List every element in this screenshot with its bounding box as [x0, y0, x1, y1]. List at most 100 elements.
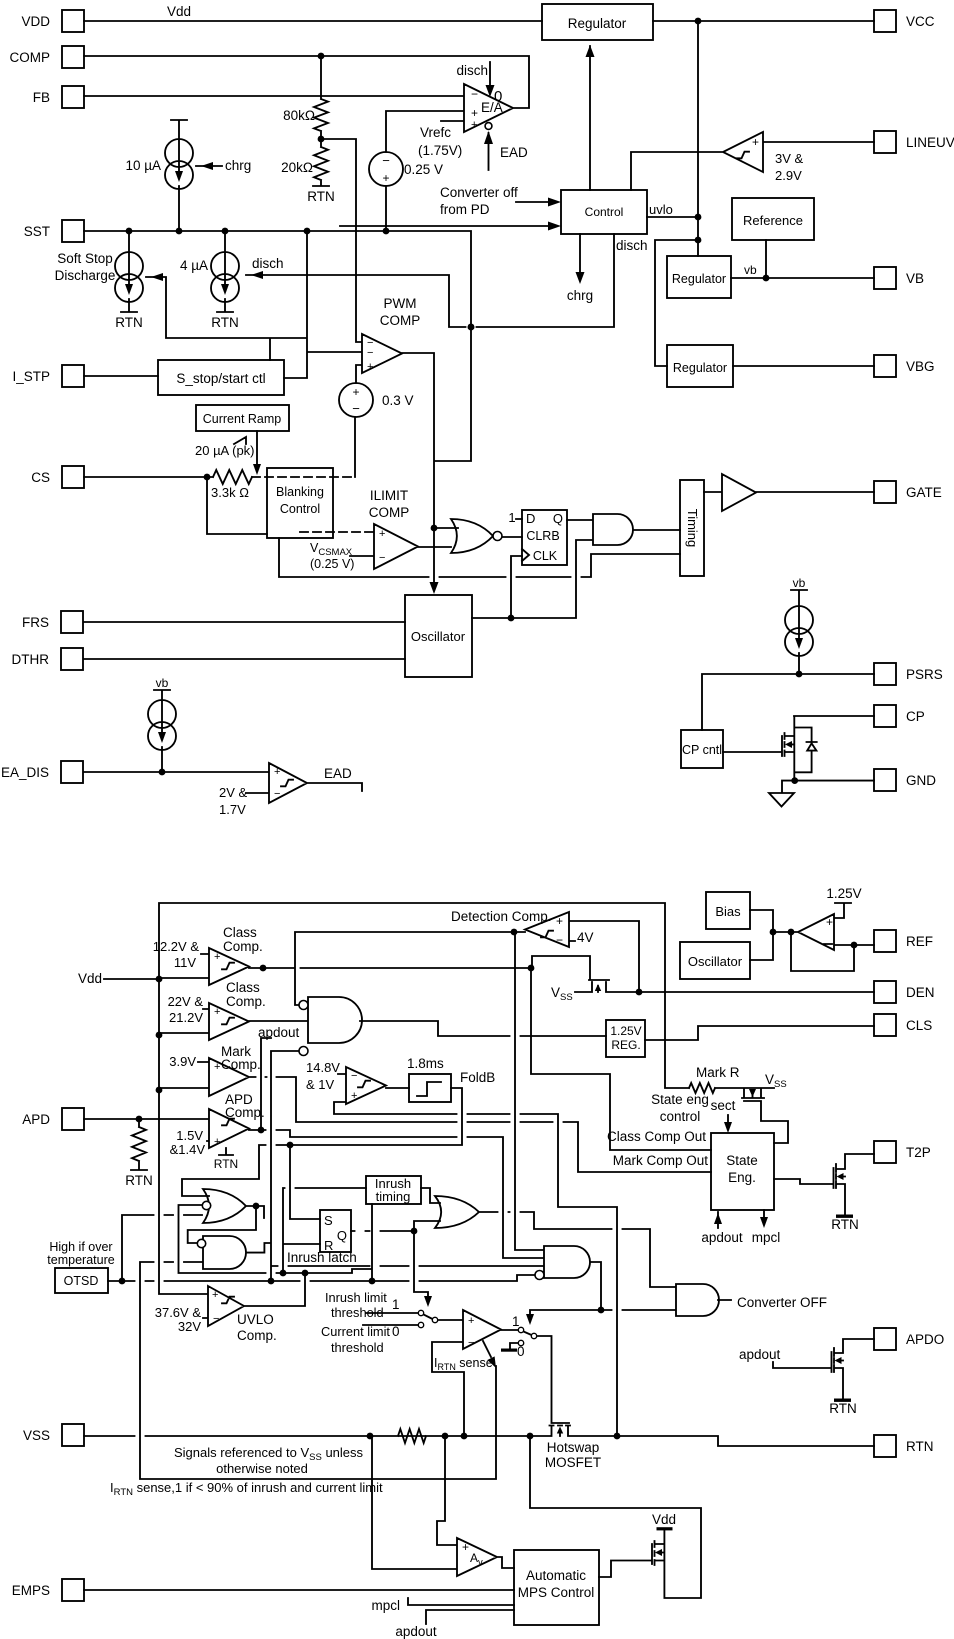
- svg-text:Comp.: Comp.: [225, 1105, 265, 1120]
- svg-text:ILIMIT: ILIMIT: [370, 488, 408, 503]
- svg-text:2V &: 2V &: [219, 785, 248, 800]
- svg-text:control: control: [660, 1109, 701, 1124]
- svg-text:from PD: from PD: [440, 202, 490, 217]
- svg-text:disch: disch: [456, 63, 488, 78]
- svg-text:Regulator: Regulator: [673, 361, 727, 375]
- svg-text:RTN: RTN: [829, 1401, 857, 1416]
- svg-text:State: State: [726, 1153, 758, 1168]
- svg-text:Oscillator: Oscillator: [688, 954, 743, 969]
- svg-text:IRTN sense,1 if < 90% of inrus: IRTN sense,1 if < 90% of inrush and curr…: [110, 1480, 383, 1498]
- svg-text:vb: vb: [744, 263, 757, 277]
- svg-text:−: −: [367, 337, 373, 349]
- svg-text:+: +: [379, 528, 385, 540]
- svg-text:VCSMAX: VCSMAX: [310, 541, 353, 558]
- svg-text:+: +: [471, 119, 477, 131]
- svg-text:sect: sect: [711, 1098, 736, 1113]
- svg-text:vb: vb: [793, 576, 806, 590]
- svg-text:Control: Control: [585, 205, 624, 219]
- svg-text:CLRB: CLRB: [526, 529, 559, 543]
- svg-text:11V: 11V: [174, 955, 196, 970]
- svg-text:CLK: CLK: [533, 549, 558, 563]
- svg-text:LINEUV: LINEUV: [906, 135, 954, 150]
- svg-text:Comp.: Comp.: [223, 939, 263, 954]
- svg-text:CS: CS: [31, 470, 50, 485]
- svg-text:−: −: [352, 401, 360, 416]
- svg-text:D: D: [526, 511, 535, 526]
- svg-text:32V: 32V: [178, 1319, 201, 1334]
- svg-text:+: +: [471, 106, 478, 120]
- svg-text:PSRS: PSRS: [906, 667, 943, 682]
- svg-text:Detection Comp.: Detection Comp.: [451, 909, 552, 924]
- svg-text:1.25V: 1.25V: [610, 1024, 641, 1038]
- svg-text:Class Comp Out: Class Comp Out: [607, 1129, 706, 1144]
- svg-text:RTN: RTN: [115, 315, 143, 330]
- svg-text:Oscillator: Oscillator: [411, 629, 466, 644]
- svg-text:+: +: [382, 171, 389, 185]
- svg-text:MOSFET: MOSFET: [545, 1455, 601, 1470]
- svg-text:COMP: COMP: [369, 505, 410, 520]
- svg-text:Soft Stop: Soft Stop: [57, 251, 113, 266]
- svg-text:37.6V &: 37.6V &: [155, 1305, 202, 1320]
- svg-text:apdout: apdout: [395, 1624, 437, 1639]
- svg-text:DEN: DEN: [906, 985, 935, 1000]
- svg-text:+: +: [367, 361, 373, 373]
- svg-text:temperature: temperature: [47, 1253, 114, 1267]
- svg-text:disch: disch: [252, 256, 284, 271]
- svg-text:4 µA: 4 µA: [180, 258, 208, 273]
- svg-text:threshold: threshold: [331, 1340, 384, 1355]
- svg-text:Timing: Timing: [685, 509, 700, 548]
- svg-text:+: +: [214, 951, 220, 963]
- svg-text:0: 0: [494, 88, 502, 105]
- svg-text:Class: Class: [223, 925, 257, 940]
- svg-text:−: −: [379, 552, 385, 564]
- svg-text:10 µA: 10 µA: [125, 158, 161, 173]
- svg-text:+: +: [212, 1289, 218, 1301]
- svg-text:0: 0: [392, 1324, 400, 1339]
- svg-text:4V: 4V: [577, 930, 594, 945]
- svg-text:disch: disch: [616, 238, 648, 253]
- svg-text:Converter off: Converter off: [440, 185, 518, 200]
- svg-text:Q: Q: [337, 1228, 347, 1243]
- svg-text:3.9V: 3.9V: [169, 1054, 196, 1069]
- svg-text:−: −: [382, 153, 390, 168]
- svg-text:−: −: [471, 87, 478, 101]
- svg-text:RTN: RTN: [831, 1217, 859, 1232]
- svg-text:RTN: RTN: [211, 315, 239, 330]
- svg-text:mpcl: mpcl: [752, 1230, 781, 1245]
- svg-text:E/A: E/A: [481, 100, 503, 115]
- svg-text:−: −: [213, 1313, 219, 1325]
- svg-text:R: R: [324, 1238, 333, 1253]
- svg-text:(0.25 V): (0.25 V): [310, 557, 354, 571]
- svg-text:+: +: [351, 1090, 357, 1102]
- svg-text:T2P: T2P: [906, 1145, 931, 1160]
- svg-text:CLS: CLS: [906, 1018, 932, 1033]
- svg-text:Vdd: Vdd: [167, 4, 191, 19]
- svg-text:+: +: [214, 1061, 220, 1073]
- svg-text:1: 1: [512, 1314, 520, 1329]
- svg-text:+: +: [752, 135, 759, 149]
- svg-text:VDD: VDD: [21, 14, 50, 29]
- svg-text:Inrush latch: Inrush latch: [287, 1250, 357, 1265]
- svg-text:RTN: RTN: [125, 1173, 153, 1188]
- svg-text:MPS Control: MPS Control: [518, 1585, 595, 1600]
- svg-text:3.3k Ω: 3.3k Ω: [211, 485, 249, 500]
- svg-text:Class: Class: [226, 980, 260, 995]
- svg-text:EA_DIS: EA_DIS: [1, 765, 49, 780]
- svg-text:FRS: FRS: [22, 615, 49, 630]
- svg-text:vb: vb: [156, 676, 169, 690]
- svg-text:1.8ms: 1.8ms: [407, 1056, 444, 1071]
- svg-text:COMP: COMP: [380, 313, 421, 328]
- svg-text:chrg: chrg: [225, 158, 251, 173]
- svg-text:−: −: [274, 788, 280, 800]
- svg-text:APDO: APDO: [906, 1332, 944, 1347]
- svg-text:Discharge: Discharge: [55, 268, 116, 283]
- svg-text:+: +: [826, 915, 833, 929]
- svg-text:20kΩ: 20kΩ: [281, 160, 313, 175]
- svg-text:0.3 V: 0.3 V: [382, 393, 414, 408]
- svg-text:1: 1: [508, 510, 515, 525]
- svg-text:22V &: 22V &: [168, 994, 204, 1009]
- svg-text:VSS: VSS: [23, 1428, 50, 1443]
- svg-text:I_STP: I_STP: [12, 369, 50, 384]
- svg-text:Control: Control: [280, 502, 320, 516]
- svg-text:(1.75V): (1.75V): [418, 143, 462, 158]
